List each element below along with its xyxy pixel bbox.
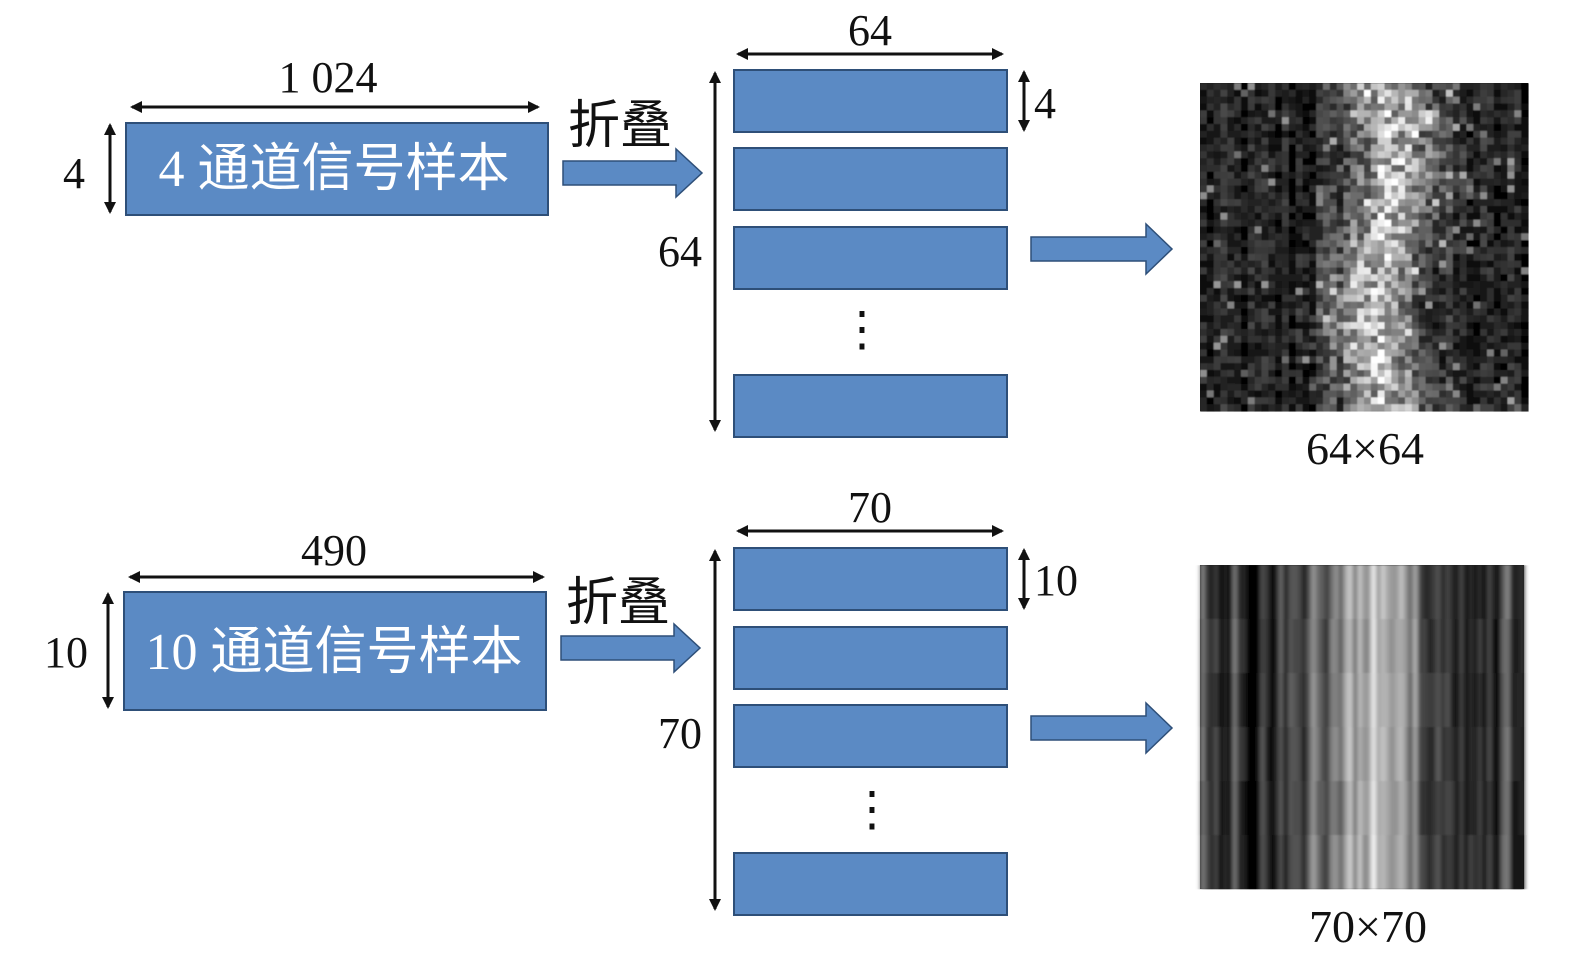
signal-sample-label: 4 通道信号样本 [158,141,509,198]
row-10-channel: 490 10 10 通道信号样本 折叠 70 70 10 ⋮ 70×70 [44,483,1525,952]
stack-height-label: 64 [658,227,702,276]
fold-label: 折叠 [566,575,670,632]
ellipsis-vertical: ⋮ [838,303,886,356]
signal-sample-block [123,591,547,711]
to-image-arrow-icon [1030,222,1174,276]
to-image-arrow-icon [1030,701,1174,755]
strip-height-label: 4 [1034,79,1056,128]
folded-strip [733,226,1008,290]
folded-strip [733,852,1008,916]
fold-arrow-icon [560,622,702,674]
row-4-channel: 1 024 4 4 通道信号样本 折叠 64 64 4 ⋮ 64×64 [63,6,1529,474]
strip-width-label: 64 [848,6,892,55]
folded-strip [733,147,1008,211]
image-size-label: 64×64 [1306,423,1424,474]
strip-width-label: 70 [848,483,892,532]
signal-sample-block [125,122,549,216]
sample-width-label: 1 024 [279,53,378,102]
sample-height-label: 4 [63,149,85,198]
grayscale-vertical-stripe-image [1200,565,1525,890]
folded-strip [733,374,1008,438]
sample-width-label: 490 [301,526,367,575]
folded-strip [733,626,1008,690]
fold-label: 折叠 [568,98,672,155]
strip-height-label: 10 [1034,556,1078,605]
ellipsis-vertical: ⋮ [848,783,896,836]
fold-arrow-icon [562,147,704,199]
signal-sample-label: 10 通道信号样本 [145,624,522,681]
folded-strip [733,69,1008,133]
image-size-label: 70×70 [1309,901,1427,952]
grayscale-texture-image [1200,83,1529,412]
sample-height-label: 10 [44,628,88,677]
stack-height-label: 70 [658,709,702,758]
folded-strip [733,704,1008,768]
folded-strip [733,547,1008,611]
